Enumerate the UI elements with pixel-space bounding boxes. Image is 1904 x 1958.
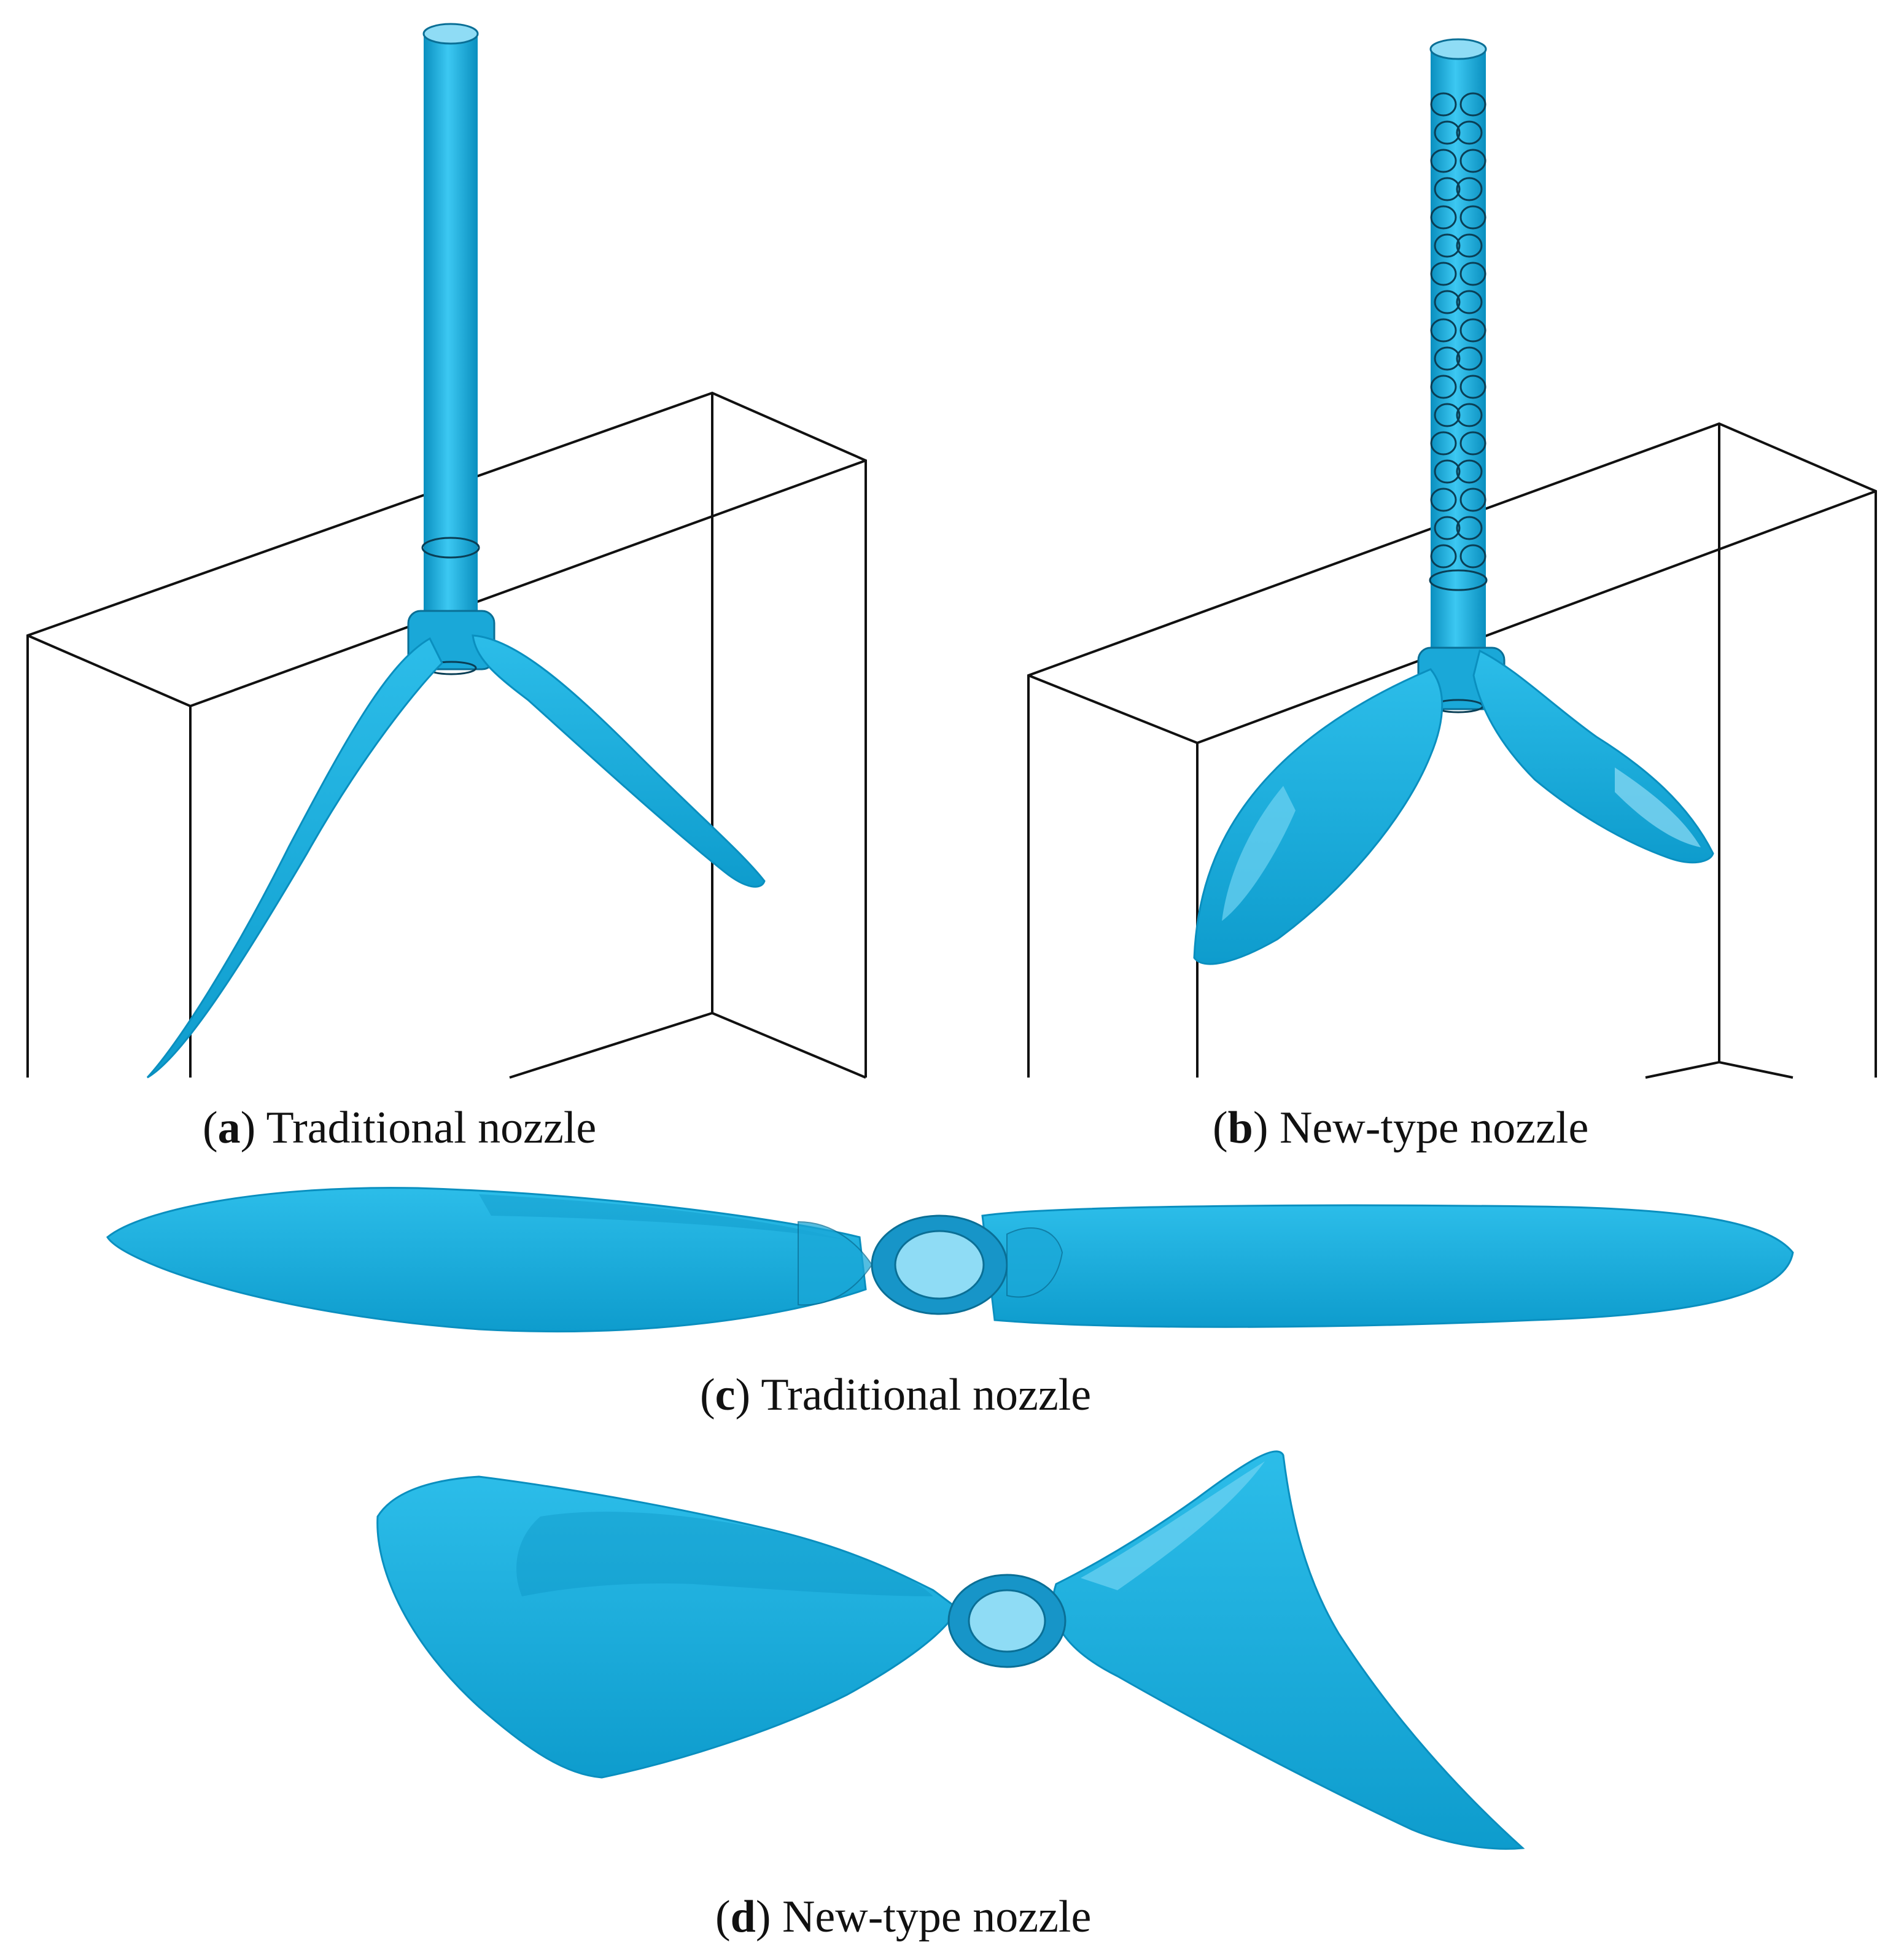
helical-insert-cell bbox=[1459, 318, 1486, 343]
panel-b-tank-box bbox=[1027, 422, 1877, 1079]
panel-b-left-jet bbox=[1193, 668, 1444, 965]
panel-a-left-jet bbox=[146, 637, 443, 1079]
panel-c-left-jet-shade bbox=[479, 1194, 847, 1240]
helical-insert-cell bbox=[1430, 318, 1457, 343]
panel-d-new-type-nozzle-top-view bbox=[376, 1450, 1525, 1850]
panel-c-nozzle-head bbox=[798, 1214, 1063, 1315]
panel-b-right-jet-highlight bbox=[1615, 767, 1701, 847]
panel-b-new-type-nozzle-3d bbox=[1027, 38, 1877, 1079]
helical-insert-cell bbox=[1456, 233, 1483, 258]
helical-insert-cell bbox=[1456, 120, 1483, 145]
helical-insert-cell bbox=[1434, 516, 1461, 540]
helical-insert-cell bbox=[1434, 403, 1461, 427]
helical-insert-cell bbox=[1459, 544, 1486, 569]
helical-insert-cell bbox=[1430, 431, 1457, 456]
helical-insert-cell bbox=[1456, 516, 1483, 540]
helical-insert-cell bbox=[1456, 459, 1483, 484]
caption-d-letter: d bbox=[730, 1892, 756, 1942]
panel-c-left-jet bbox=[106, 1187, 867, 1333]
caption-panel-d: (d) New-type nozzle bbox=[715, 1892, 1092, 1942]
panel-b-helical-insert bbox=[1430, 92, 1486, 569]
panel-d-left-jet-inner-shade bbox=[516, 1512, 933, 1596]
helical-insert-cell bbox=[1430, 262, 1457, 286]
panel-c-right-jet bbox=[981, 1204, 1794, 1328]
helical-insert-cell bbox=[1459, 92, 1486, 117]
caption-b-label: New-type nozzle bbox=[1279, 1103, 1589, 1153]
panel-c-traditional-nozzle-top-view bbox=[106, 1187, 1794, 1333]
caption-b-letter: b bbox=[1227, 1103, 1253, 1153]
helical-insert-cell bbox=[1430, 544, 1457, 569]
helical-insert-cell bbox=[1434, 459, 1461, 484]
caption-a-label: Traditional nozzle bbox=[266, 1103, 597, 1153]
caption-c-letter: c bbox=[715, 1370, 736, 1420]
helical-insert-cell bbox=[1430, 92, 1457, 117]
helical-insert-cell bbox=[1456, 177, 1483, 201]
caption-panel-c: (c) Traditional nozzle bbox=[700, 1370, 1092, 1420]
helical-insert-cell bbox=[1459, 488, 1486, 512]
panel-a-feed-pipe bbox=[421, 23, 480, 623]
helical-insert-cell bbox=[1459, 431, 1486, 456]
helical-insert-cell bbox=[1434, 120, 1461, 145]
caption-panel-a: (a) Traditional nozzle bbox=[203, 1103, 597, 1153]
helical-insert-cell bbox=[1459, 205, 1486, 230]
panel-a-tank-box bbox=[26, 391, 867, 1079]
helical-insert-cell bbox=[1430, 149, 1457, 173]
panel-d-left-jet bbox=[376, 1475, 959, 1779]
helical-insert-cell bbox=[1459, 149, 1486, 173]
caption-panel-b: (b) New-type nozzle bbox=[1213, 1103, 1589, 1153]
helical-insert-cell bbox=[1456, 346, 1483, 371]
helical-insert-cell bbox=[1434, 290, 1461, 314]
panel-b-feed-pipe bbox=[1429, 38, 1488, 663]
helical-insert-cell bbox=[1434, 233, 1461, 258]
helical-insert-cell bbox=[1434, 177, 1461, 201]
panel-d-right-jet-fold bbox=[1081, 1461, 1265, 1590]
panel-d-right-jet bbox=[1052, 1450, 1525, 1850]
caption-d-label: New-type nozzle bbox=[782, 1892, 1092, 1942]
helical-insert-cell bbox=[1456, 403, 1483, 427]
caption-a-letter: a bbox=[217, 1103, 241, 1153]
panel-a-traditional-nozzle-3d bbox=[26, 23, 867, 1079]
panel-a-right-jet bbox=[472, 634, 766, 888]
helical-insert-cell bbox=[1430, 205, 1457, 230]
caption-c-label: Traditional nozzle bbox=[761, 1370, 1092, 1420]
helical-insert-cell bbox=[1459, 262, 1486, 286]
helical-insert-cell bbox=[1456, 290, 1483, 314]
helical-insert-cell bbox=[1430, 488, 1457, 512]
helical-insert-cell bbox=[1434, 346, 1461, 371]
panel-b-left-jet-highlight bbox=[1222, 786, 1296, 921]
helical-insert-cell bbox=[1430, 375, 1457, 399]
panel-d-nozzle-head bbox=[947, 1574, 1067, 1668]
helical-insert-cell bbox=[1459, 375, 1486, 399]
